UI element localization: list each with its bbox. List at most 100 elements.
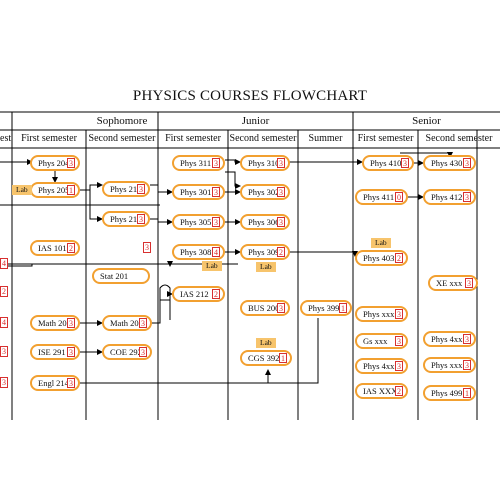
course-label: Phys 4xx xyxy=(431,334,463,344)
credit-box: 3 xyxy=(395,361,403,371)
course-label: Phys xxx xyxy=(363,309,395,319)
year-header-sophomore: Sophomore xyxy=(96,115,148,127)
course-label: IAS XXX xyxy=(363,386,398,396)
course-label: Phys 4xx xyxy=(363,361,395,371)
course-label: Phys 213 xyxy=(110,184,142,194)
arrow xyxy=(160,291,173,301)
credit-box: 2 xyxy=(395,386,403,396)
credit-box: 3 xyxy=(463,334,471,344)
course-label: Phys 499 xyxy=(431,388,463,398)
semester-header: Second semester xyxy=(425,133,493,144)
semester-header-partial: ester xyxy=(0,133,12,144)
page-title: PHYSICS COURSES FLOWCHART xyxy=(132,88,368,104)
lab-badge: Lab xyxy=(12,185,32,195)
course-label: XE xxx xyxy=(436,278,463,288)
lab-badge: Lab xyxy=(256,262,276,272)
arrow xyxy=(80,182,103,191)
credit-box: 3 xyxy=(212,158,220,168)
course-label: CGS 392 xyxy=(248,353,280,363)
arrow xyxy=(150,184,173,195)
credit-box: 1 xyxy=(463,388,471,398)
course-label: Phys 412 xyxy=(431,192,463,202)
semester-header: First semester xyxy=(21,133,77,144)
table-grid xyxy=(0,111,500,420)
course-stat-201[interactable]: Stat 201 xyxy=(92,268,150,284)
credit-box: 3 xyxy=(67,158,75,168)
credit-box: 3 xyxy=(395,336,403,346)
credit-box: 2 xyxy=(212,289,220,299)
course-label: Engl 214 xyxy=(38,378,69,388)
course-label: Math 201 xyxy=(38,318,71,328)
credit-box: 3 xyxy=(463,360,471,370)
arrow xyxy=(150,284,171,324)
course-label: Stat 201 xyxy=(100,271,129,281)
credit-box: 3 xyxy=(137,214,145,224)
course-label: IAS 101 xyxy=(38,243,67,253)
credit-box: 2 xyxy=(277,247,285,257)
lab-badge: Lab xyxy=(202,261,222,271)
credit-box: 3 xyxy=(463,192,471,202)
lab-badge: Lab xyxy=(371,238,391,248)
credit-box: 4 xyxy=(0,258,8,269)
credit-box: 3 xyxy=(401,158,409,168)
course-label: IAS 212 xyxy=(180,289,209,299)
lab-badge: Lab xyxy=(256,338,276,348)
credit-box: 2 xyxy=(0,286,8,297)
credit-box: 3 xyxy=(212,187,220,197)
course-label: Phys 308 xyxy=(180,247,212,257)
arrow xyxy=(89,190,103,222)
credit-box: 3 xyxy=(139,318,147,328)
semester-header: First semester xyxy=(357,133,414,144)
course-label: COE 292 xyxy=(110,347,142,357)
course-label: Phys xxx xyxy=(431,360,463,370)
credit-box: 4 xyxy=(0,317,8,328)
credit-box: 3 xyxy=(277,158,285,168)
course-label: Phys 210 xyxy=(110,214,142,224)
course-label: ISE 291 xyxy=(38,347,66,357)
course-label: BUS 200 xyxy=(248,303,280,313)
arrow xyxy=(8,263,238,267)
credit-box: 0 xyxy=(395,192,403,202)
credit-box: 3 xyxy=(277,217,285,227)
course-label: Phys 302 xyxy=(248,187,280,197)
course-label: Phys 311 xyxy=(180,158,212,168)
credit-box: 3 xyxy=(67,318,75,328)
